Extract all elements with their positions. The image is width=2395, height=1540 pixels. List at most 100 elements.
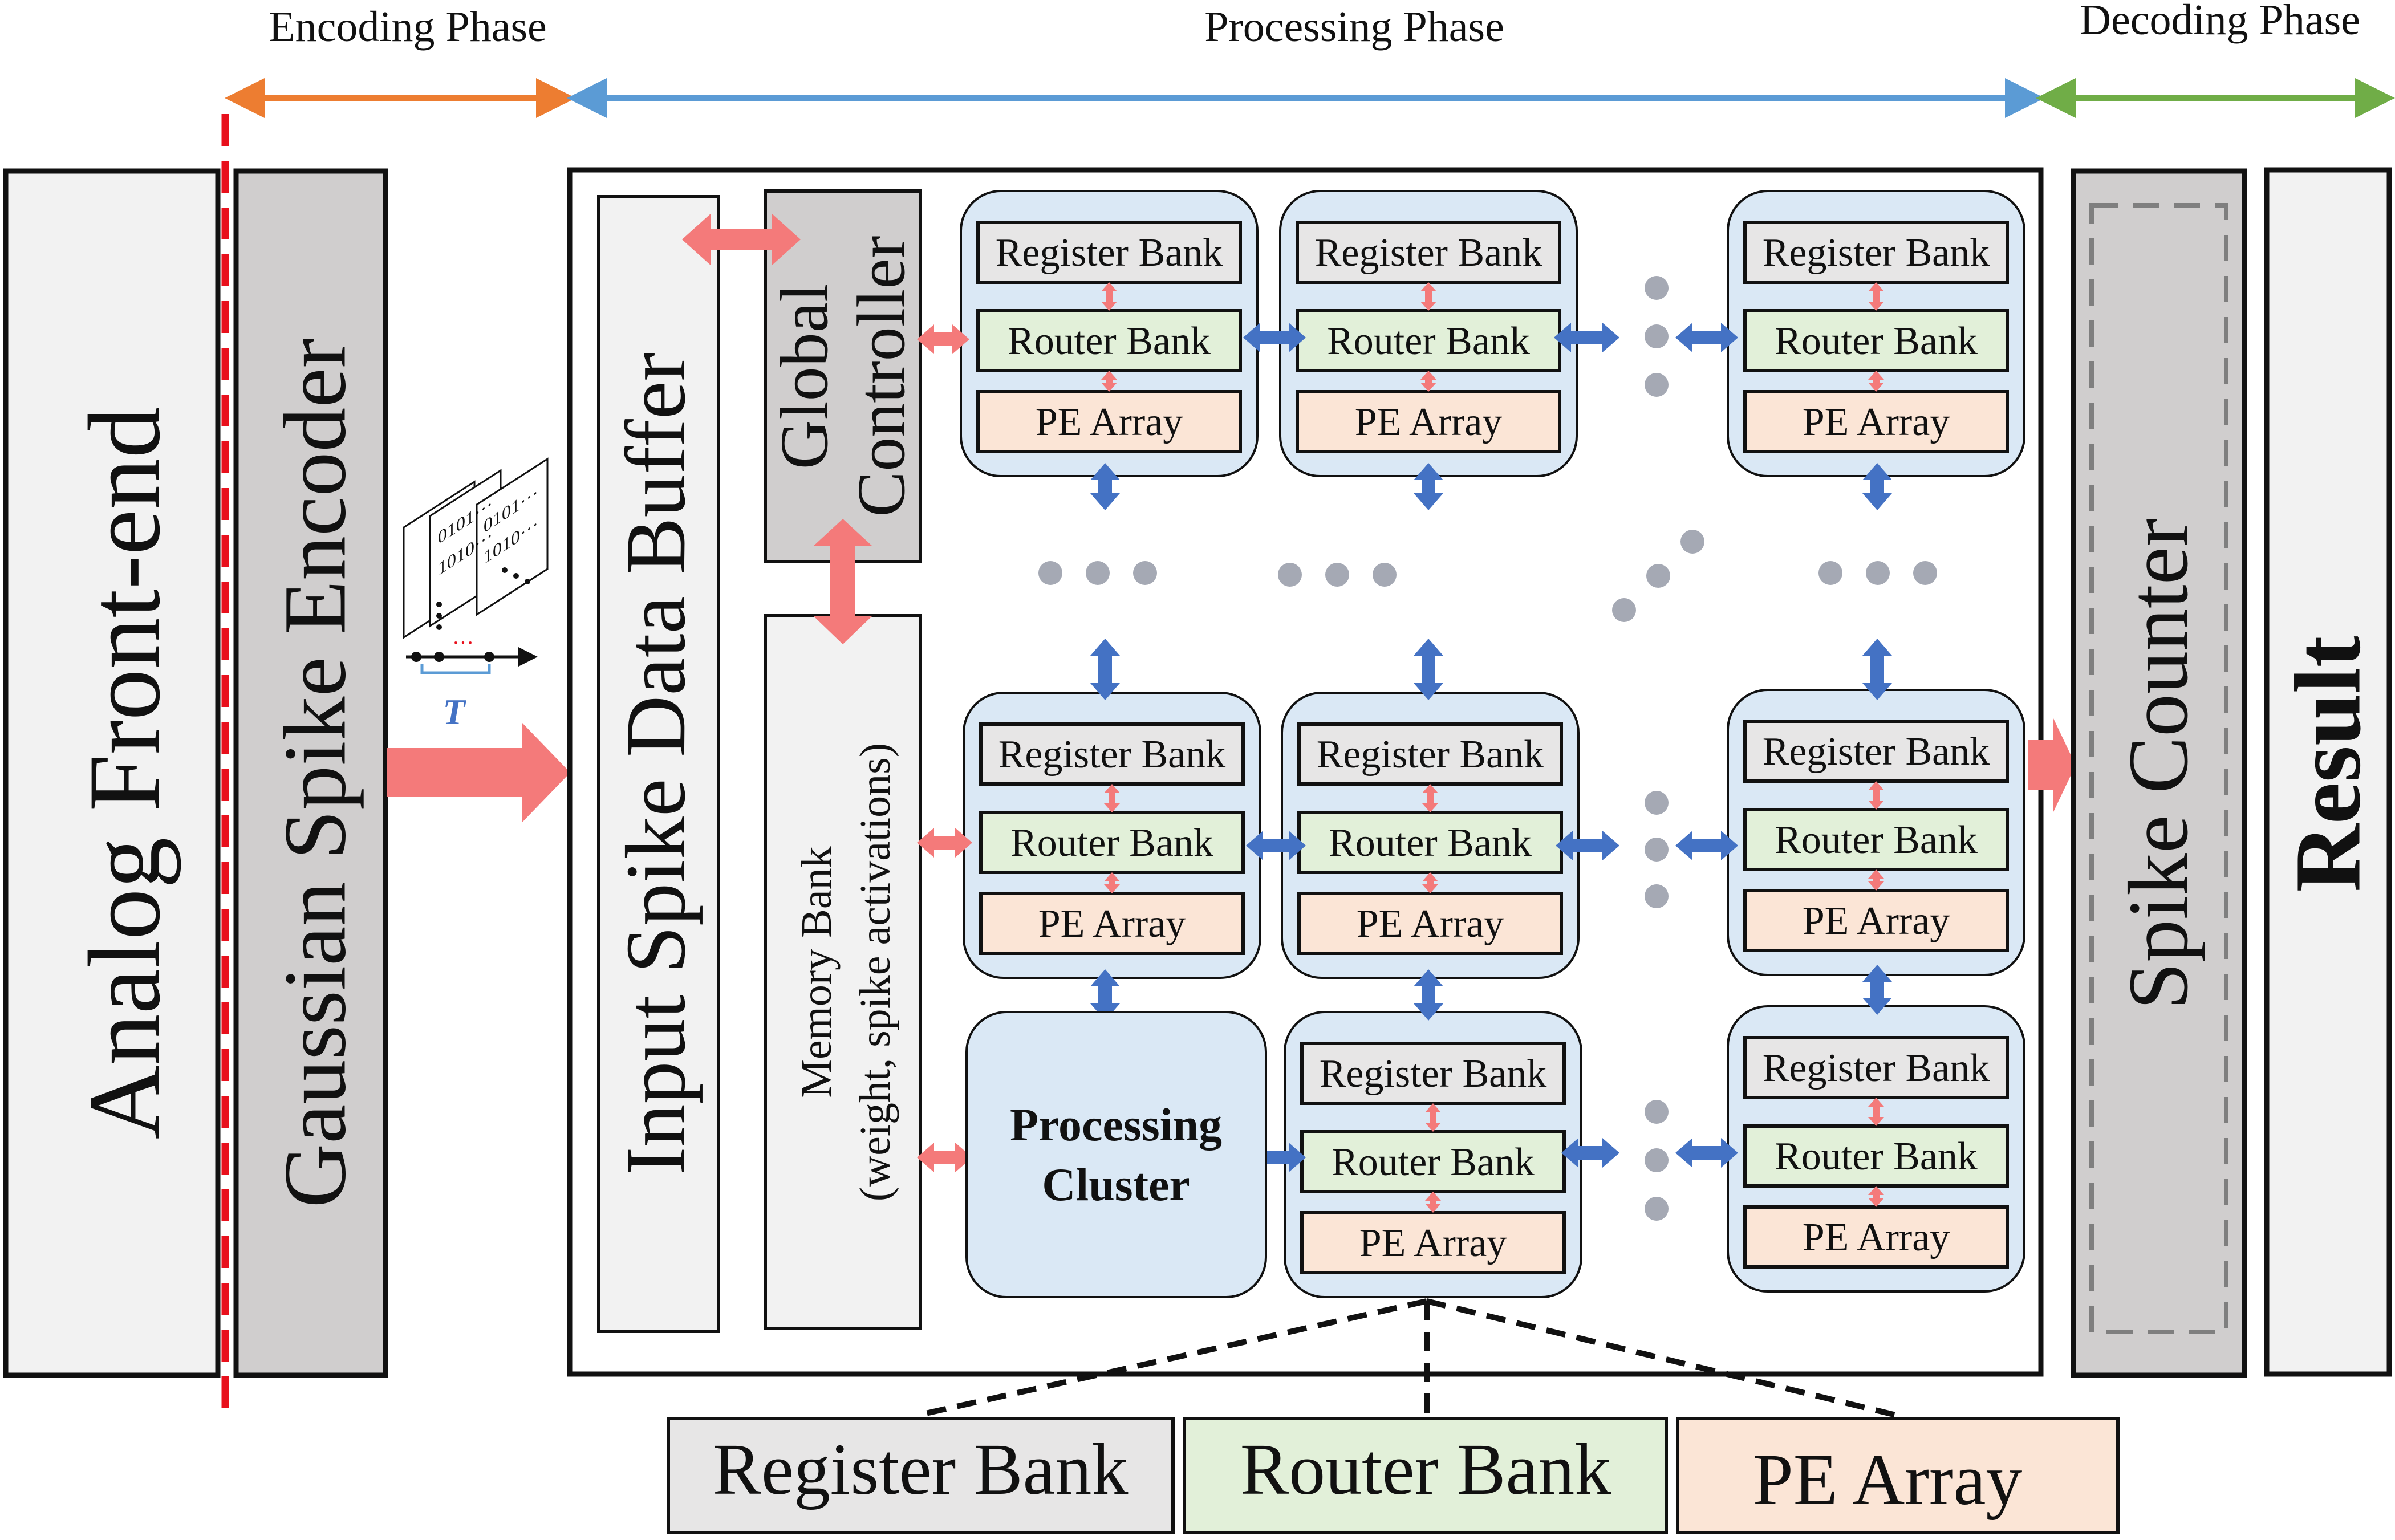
register-bank-box [979,722,1245,786]
ellipsis-dots [1038,276,1937,1221]
ellipsis-dot [1133,561,1157,585]
mesh-vertical-link-arrow [1090,639,1120,700]
router-bank-box [979,811,1245,874]
spike-counter-block: Spike Counter [2071,168,2247,1378]
legend-pe-label: PE Array [1753,1439,2023,1520]
ellipsis-dot [1645,1197,1669,1221]
internal-link-arrow [1101,371,1117,392]
ellipsis-dot [1913,561,1937,585]
router-bank-label: Router Bank [1327,319,1530,363]
processor-to-counter-arrow [2028,717,2076,813]
spike-train-icon: 0101··· 1010··· 0101··· 1010··· ··· T [403,457,549,732]
pe-array-box [1297,892,1563,955]
router-bank-box [1300,1130,1566,1193]
mesh-link-arrow [1675,323,1738,352]
interconnect-links [917,323,1892,1172]
global-controller-block: Global Controller [764,189,922,563]
internal-link-arrow [1868,1186,1884,1207]
input-spike-data-buffer-label: Input Spike Data Buffer [608,353,703,1176]
pe-array-label: PE Array [1359,1221,1507,1265]
internal-link-arrow [1868,781,1884,810]
gaussian-spike-encoder-block: Gaussian Spike Encoder [233,168,388,1378]
router-bank-label: Router Bank [1775,319,1978,363]
pe-array-label: PE Array [1803,400,1950,444]
memory-link-arrow [917,828,972,858]
global-controller-label-line2: Controller [843,235,919,517]
ellipsis-dot [1038,561,1062,585]
ellipsis-dot [1646,564,1670,588]
register-bank-box [1743,720,2009,783]
memory-bank-block: Memory Bank (weight, spike activations) [764,614,922,1330]
ellipsis-dot [1278,563,1302,587]
mesh-link-arrow [1556,831,1619,860]
legend-router-swatch [1183,1417,1668,1534]
pe-array-label: PE Array [1036,400,1183,444]
pe-array-box [1743,889,2009,952]
internal-link-arrow [1101,282,1117,311]
ellipsis-dot [1645,838,1669,862]
legend-register-swatch [667,1417,1175,1534]
mesh-vertical-link-arrow [1862,639,1892,700]
internal-link-arrow [1868,869,1884,891]
router-bank-box [1743,309,2009,372]
ellipsis-dot [1866,561,1890,585]
mesh-link-arrow [1675,831,1738,860]
mesh-link-arrow [1554,323,1619,352]
internal-link-arrow [1868,1098,1884,1126]
register-bank-label: Register Bank [1763,231,1990,275]
legend-router-label: Router Bank [1240,1429,1611,1510]
pe-array-label: PE Array [1038,902,1186,946]
pe-array-label: PE Array [1357,902,1504,946]
mesh-vertical-link-arrow [1862,965,1892,1015]
encoding-phase-label: Encoding Phase [269,3,547,51]
router-bank-label: Router Bank [1775,1135,1978,1179]
mesh-vertical-link-arrow [1090,463,1120,510]
pe-array-box [976,390,1242,453]
global-controller-label-line1: Global [766,283,842,470]
legend: Register Bank Router Bank PE Array [667,1417,2120,1534]
register-bank-label: Register Bank [1763,730,1990,774]
register-bank-box [976,221,1242,284]
mesh-link-arrow [1243,323,1306,352]
ellipsis-dot [1645,373,1669,397]
register-bank-box [1297,722,1563,786]
mesh-vertical-link-arrow [1090,969,1120,1021]
ellipsis-dot [1680,530,1704,554]
legend-register-label: Register Bank [713,1429,1129,1510]
mesh-vertical-link-arrow [1862,463,1892,510]
spike-period-label: T [443,692,466,732]
internal-link-arrow [1425,1103,1441,1132]
memory-bank-label-line1: Memory Bank [793,846,841,1098]
router-bank-label: Router Bank [1332,1140,1535,1184]
internal-link-arrow [1868,282,1884,311]
analog-front-end-label: Analog Front-end [68,407,181,1140]
ellipsis-dot [1645,791,1669,815]
register-bank-box [1743,221,2009,284]
pe-array-box [1743,1205,2009,1269]
pe-array-label: PE Array [1803,899,1950,943]
internal-link-arrow [1104,872,1120,893]
ellipsis-dot [1645,1100,1669,1124]
buffer-controller-arrow [682,214,801,265]
mesh-link-arrow [1246,831,1306,860]
memory-link-arrow [917,1143,972,1172]
processing-cluster-label-line2: Cluster [1042,1159,1190,1210]
router-bank-box [1743,808,2009,871]
router-bank-box [976,309,1242,372]
pe-array-label: PE Array [1803,1216,1950,1259]
register-bank-label: Register Bank [1317,733,1544,777]
internal-link-arrow [1422,784,1438,812]
register-bank-label: Register Bank [1320,1052,1547,1096]
register-bank-label: Register Bank [1763,1046,1990,1090]
router-bank-label: Router Bank [1010,821,1213,865]
internal-link-arrow [1420,371,1436,392]
ellipsis-dot [1645,884,1669,908]
result-block: Result [2264,167,2392,1377]
